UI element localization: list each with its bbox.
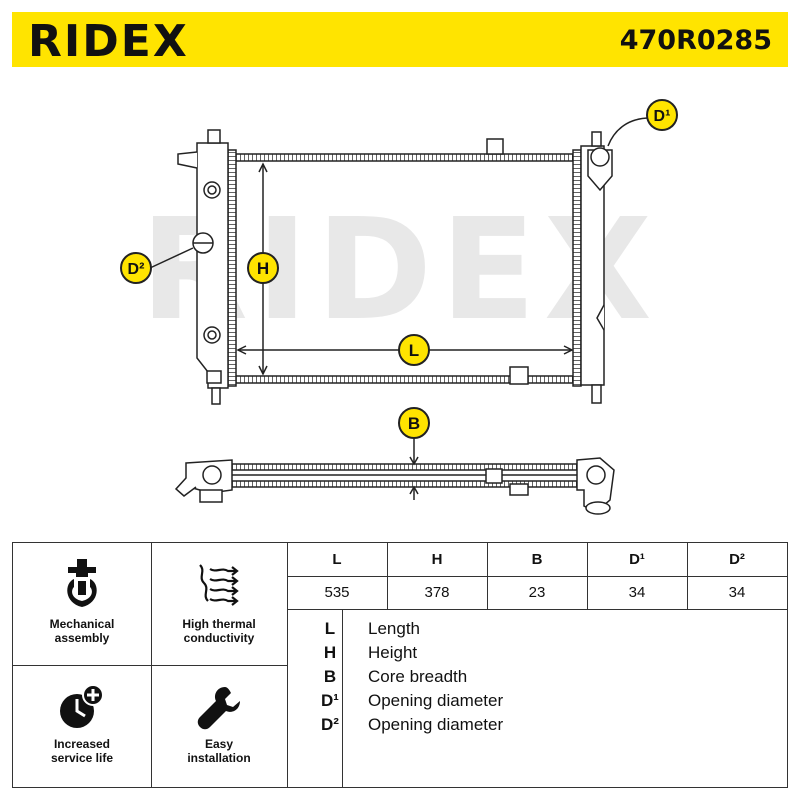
- feature-label-line1: Increased: [53, 737, 111, 751]
- feature-easy-installation: Easy installation: [151, 683, 287, 765]
- clock-plus-icon: [60, 684, 104, 728]
- divider: [287, 543, 288, 787]
- header-bar: RIDEX 470R0285: [12, 12, 788, 67]
- spec-header-l: L: [332, 551, 342, 568]
- wrench-icon: [197, 687, 240, 730]
- divider: [287, 609, 787, 610]
- legend-text: Opening diameter: [368, 691, 504, 710]
- spec-value-b: 23: [528, 584, 546, 601]
- feature-label-line2: service life: [50, 751, 114, 765]
- spec-value-h: 378: [424, 584, 450, 601]
- info-panel: Mechanical assembly High thermal conduct…: [12, 542, 788, 788]
- svg-text:D¹: D¹: [654, 108, 671, 125]
- feature-label-line2: conductivity: [183, 631, 255, 645]
- wrench-clamp-icon: [67, 559, 97, 607]
- feature-increased-service-life: Increased service life: [13, 683, 151, 765]
- svg-text:H: H: [257, 259, 269, 278]
- legend-row-d1: D¹ Opening diameter: [300, 691, 780, 715]
- badge-d1: D¹: [646, 99, 678, 131]
- feature-label-line1: Mechanical: [49, 617, 115, 631]
- legend-key: B: [323, 667, 337, 686]
- legend-row-d2: D² Opening diameter: [300, 715, 780, 739]
- radiator-diagram: RIDEX: [120, 99, 678, 515]
- divider: [13, 665, 287, 666]
- legend-text: Height: [368, 643, 418, 662]
- feature-mechanical-assembly: Mechanical assembly: [13, 557, 151, 645]
- feature-high-thermal-conductivity: High thermal conductivity: [151, 557, 287, 645]
- badge-d2: D²: [120, 252, 152, 284]
- svg-text:D²: D²: [128, 261, 145, 278]
- divider: [387, 543, 388, 609]
- legend-row-b: B Core breadth: [300, 667, 780, 691]
- divider: [287, 576, 787, 577]
- spec-header-b: B: [531, 551, 543, 568]
- spec-header-h: H: [431, 551, 443, 568]
- divider: [587, 543, 588, 609]
- legend-row-l: L Length: [300, 619, 780, 643]
- legend-key: H: [323, 643, 337, 662]
- legend-key: D¹: [321, 691, 339, 710]
- feature-label-line1: High thermal: [182, 617, 256, 631]
- legend-text: Opening diameter: [368, 715, 504, 734]
- radiator-bottom-view: [174, 438, 615, 515]
- divider: [687, 543, 688, 609]
- divider: [342, 609, 343, 787]
- legend-key: L: [324, 619, 336, 638]
- spec-value-d1: 34: [628, 584, 646, 601]
- legend-text: Core breadth: [368, 667, 468, 686]
- badge-l: L: [398, 334, 430, 366]
- spec-header-d2: D²: [729, 551, 745, 568]
- feature-label-line2: assembly: [54, 631, 110, 645]
- heat-waves-icon: [199, 564, 239, 606]
- radiator-front-view: [149, 117, 651, 405]
- spec-value-l: 535: [324, 584, 350, 601]
- legend-row-h: H Height: [300, 643, 780, 667]
- feature-label-line1: Easy: [204, 737, 234, 751]
- divider: [487, 543, 488, 609]
- feature-label-line2: installation: [187, 751, 251, 765]
- part-number: 470R0285: [619, 25, 772, 56]
- brand-logo: RIDEX: [28, 16, 189, 67]
- svg-text:L: L: [409, 341, 419, 360]
- spec-header-d1: D¹: [629, 551, 645, 568]
- svg-text:B: B: [408, 414, 420, 433]
- spec-value-d2: 34: [728, 584, 746, 601]
- badge-b: B: [398, 407, 430, 439]
- legend-key: D²: [321, 715, 339, 734]
- legend-text: Length: [368, 619, 420, 638]
- badge-h: H: [247, 252, 279, 284]
